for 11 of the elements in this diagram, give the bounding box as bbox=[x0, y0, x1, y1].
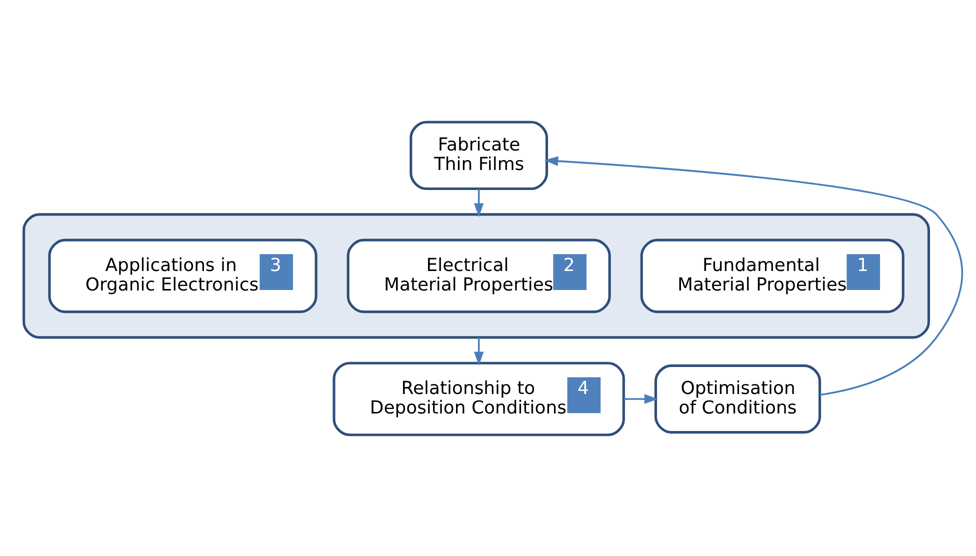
node-box: Optimisation of Conditions bbox=[654, 364, 822, 434]
cluster bbox=[22, 212, 930, 338]
node-box: Fundamental Material Properties 1 bbox=[640, 238, 904, 313]
node-box: Fabricate Thin Films bbox=[410, 120, 548, 190]
node-box: Applications in Organic Electronics 3 bbox=[48, 238, 318, 313]
arrow bbox=[474, 188, 484, 217]
arrow bbox=[474, 336, 484, 366]
arrow bbox=[624, 394, 658, 404]
node-box: Relationship to Deposition Conditions 4 bbox=[332, 361, 625, 436]
arrow bbox=[544, 156, 963, 396]
node-box: Electrical Material Properties 2 bbox=[346, 238, 611, 313]
